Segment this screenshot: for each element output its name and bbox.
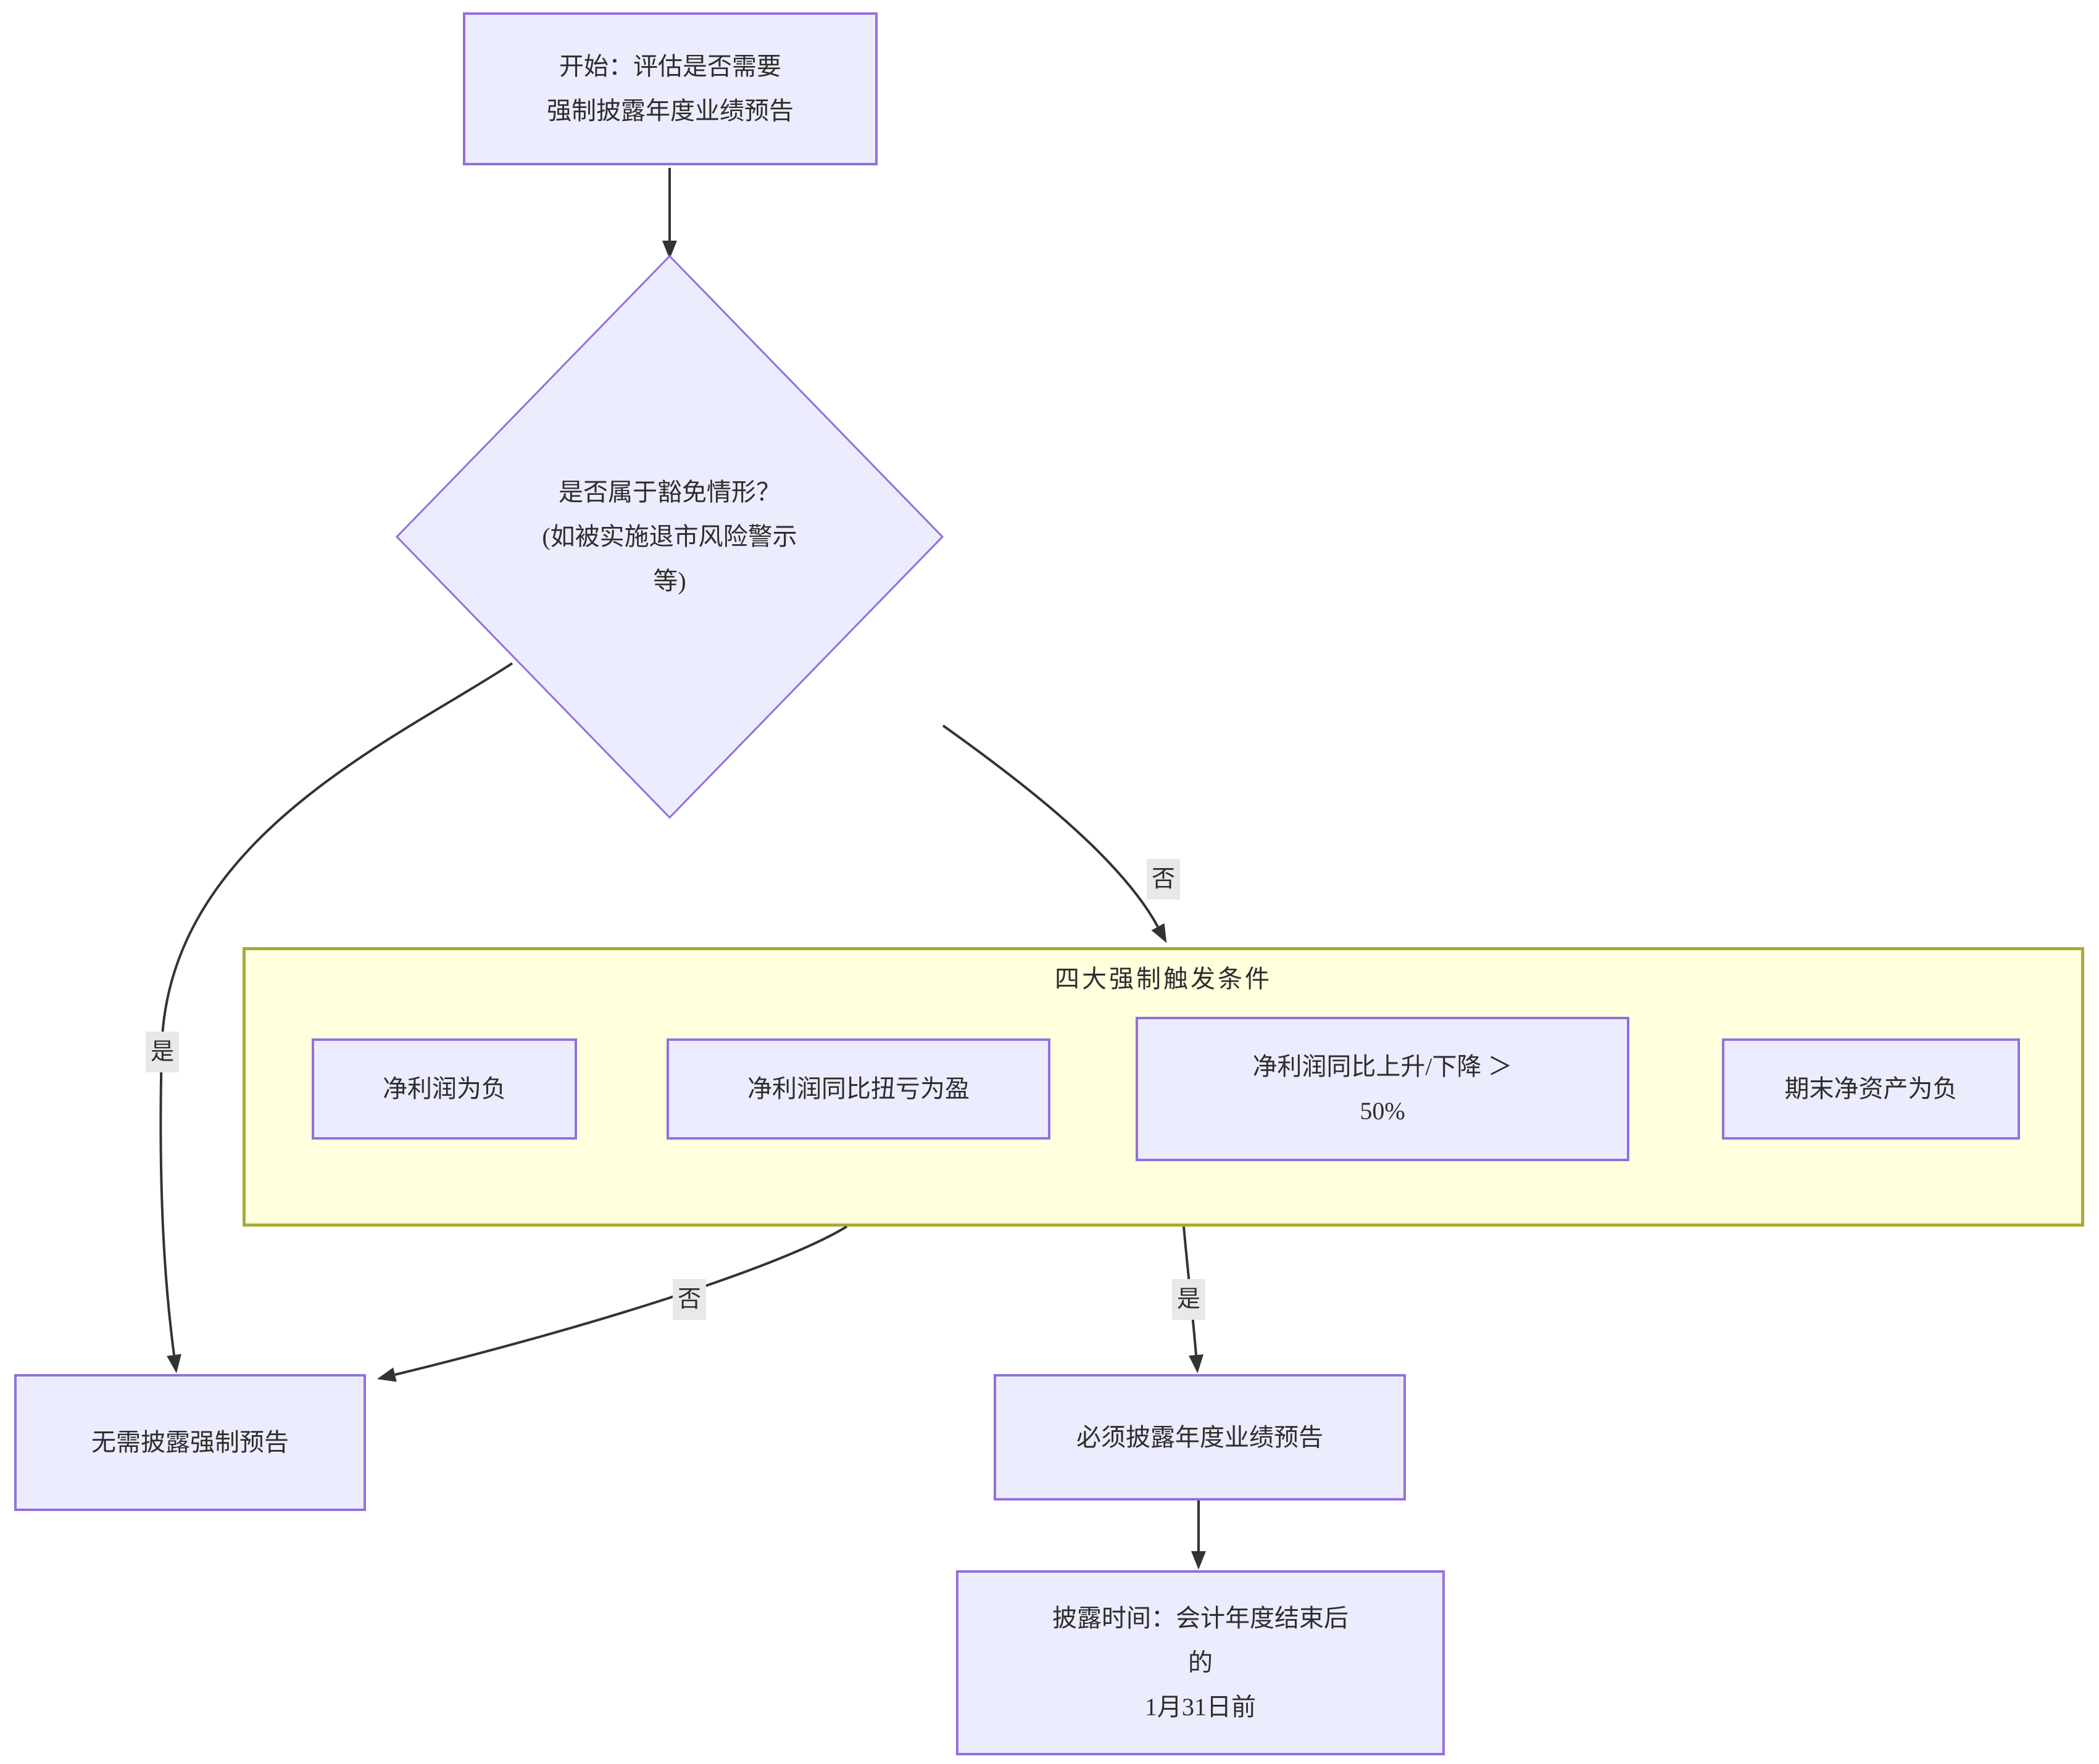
edge-decision-no-to-triggers xyxy=(942,724,1167,943)
condition-turn-loss-to-profit: 净利润同比扭亏为盈 xyxy=(667,1038,1050,1140)
edge-label-exemption-yes: 是 xyxy=(145,1032,180,1072)
edge-label-trigger-no: 否 xyxy=(672,1279,707,1320)
condition-net-profit-negative: 净利润为负 xyxy=(312,1038,577,1140)
edge-label-trigger-yes: 是 xyxy=(1171,1279,1206,1320)
decision-diamond xyxy=(395,254,944,819)
edge-decision-yes-to-no-disclosure xyxy=(159,662,513,1373)
disclosure-deadline-node: 披露时间：会计年度结束后 的 1月31日前 xyxy=(956,1570,1445,1755)
must-disclose-node: 必须披露年度业绩预告 xyxy=(994,1374,1406,1501)
edge-label-exemption-no: 否 xyxy=(1146,859,1181,900)
condition-change-over-50pct: 净利润同比上升/下降 ＞ 50% xyxy=(1136,1017,1629,1161)
decision-label: 是否属于豁免情形？ (如被实施退市风险警示 等) xyxy=(542,478,797,595)
trigger-conditions-title: 四大强制触发条件 xyxy=(1055,965,1272,993)
no-disclosure-node: 无需披露强制预告 xyxy=(14,1374,366,1511)
condition-net-assets-negative: 期末净资产为负 xyxy=(1722,1038,2020,1140)
edge-triggers-no-to-no-disclosure xyxy=(376,1225,848,1382)
start-node: 开始：评估是否需要 强制披露年度业绩预告 xyxy=(463,12,878,165)
